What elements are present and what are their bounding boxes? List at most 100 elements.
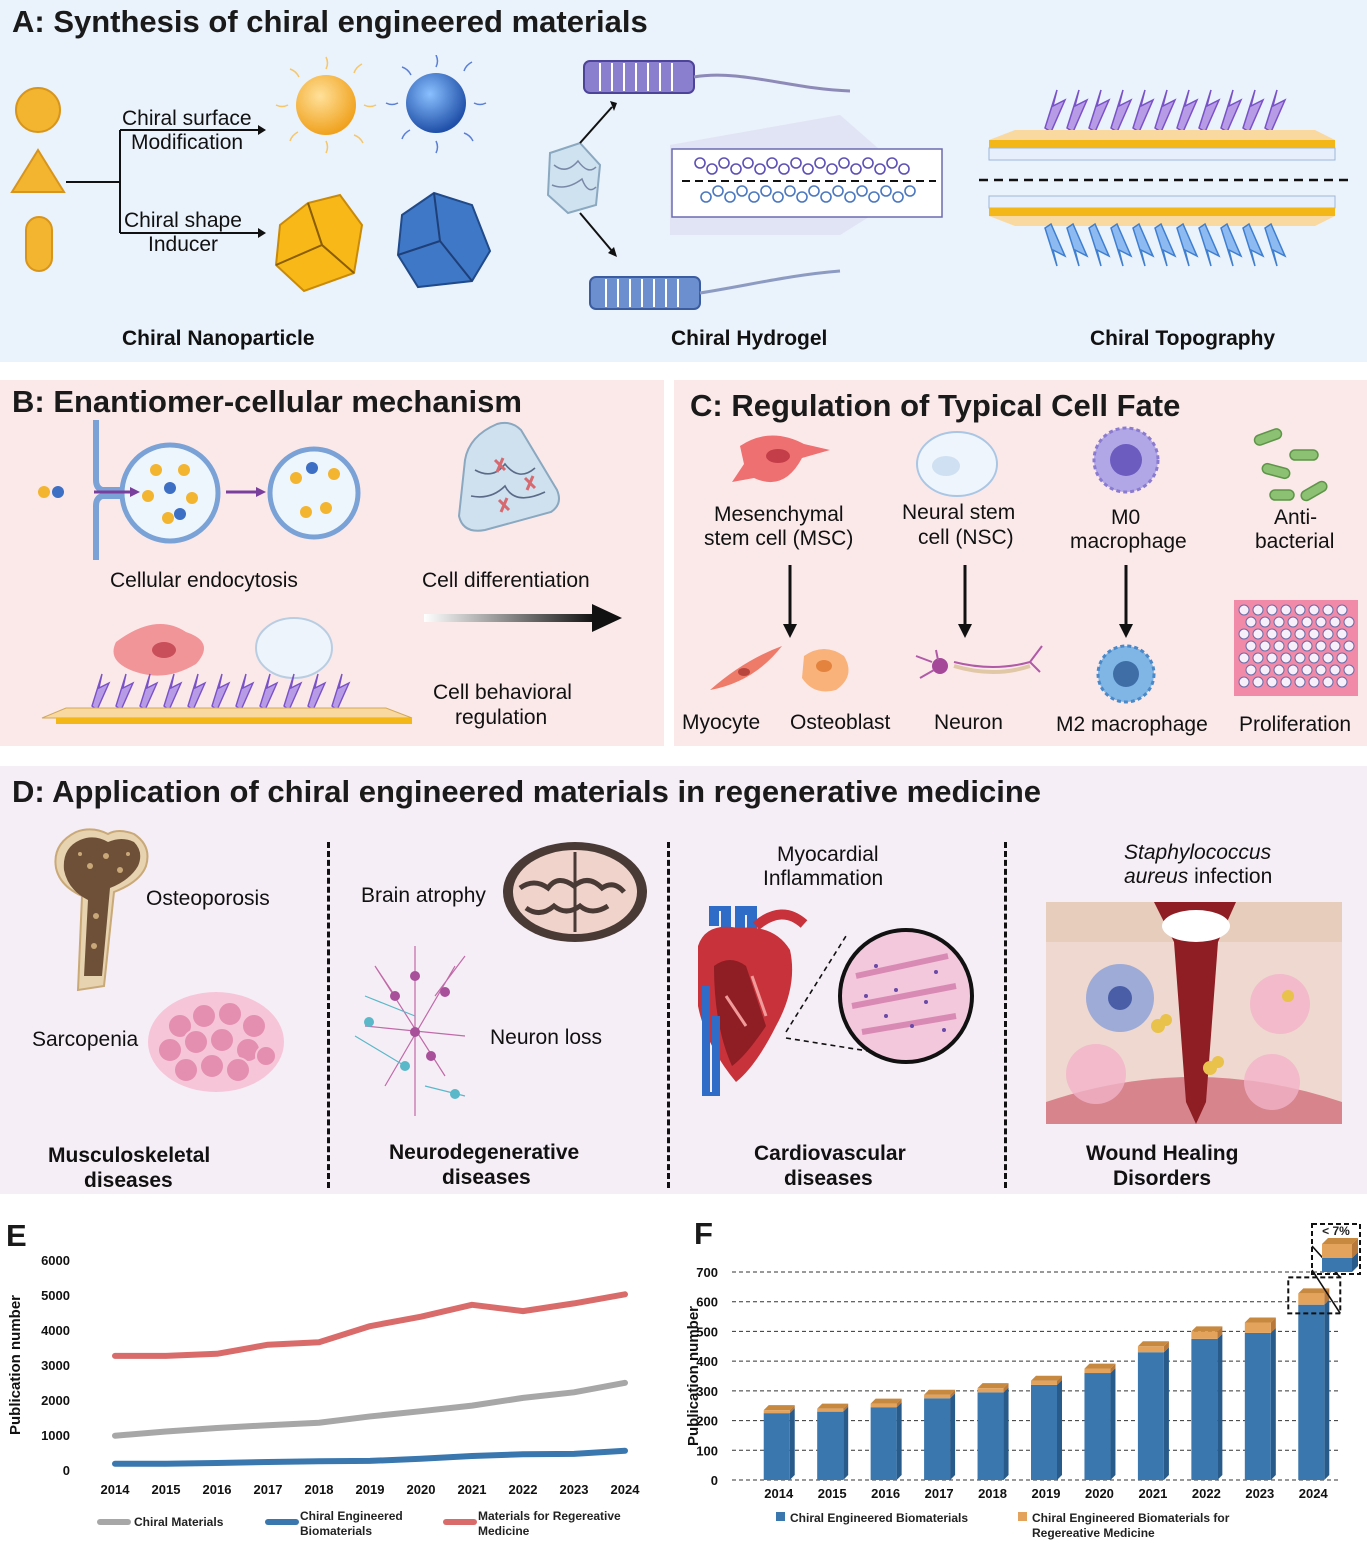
x-tick-label: 2017 xyxy=(254,1482,283,1497)
y-tick-label: 3000 xyxy=(41,1358,70,1373)
bar-segment xyxy=(1084,1368,1111,1374)
bar-side xyxy=(1324,1288,1330,1305)
bar-top xyxy=(1137,1341,1169,1347)
inset-bar-cap xyxy=(1322,1238,1358,1244)
cell-differentiation-label: Cell differentiation xyxy=(422,569,590,592)
bar-side xyxy=(1110,1363,1116,1374)
x-tick-label: 2019 xyxy=(1032,1486,1061,1501)
bar-top xyxy=(870,1398,902,1404)
bar-segment xyxy=(1298,1293,1325,1305)
panel-d-title: D: Application of chiral engineered mate… xyxy=(12,774,1042,809)
bar-segment xyxy=(924,1394,951,1399)
bar-side xyxy=(1217,1326,1223,1339)
inset-bar-base xyxy=(1322,1258,1352,1272)
y-tick-label: 6000 xyxy=(41,1253,70,1268)
osteoporosis-label: Osteoporosis xyxy=(146,887,270,910)
zoom-box xyxy=(1287,1276,1342,1315)
bar-segment xyxy=(1244,1332,1271,1480)
divider-2 xyxy=(667,842,670,1188)
x-tick-label: 2015 xyxy=(152,1482,181,1497)
bar-top xyxy=(763,1405,795,1411)
y-tick-label: 1000 xyxy=(41,1428,70,1443)
staph-aureus-text: aureus xyxy=(1124,865,1189,888)
inset-bar-top xyxy=(1322,1244,1352,1258)
y-tick-label: 0 xyxy=(63,1463,70,1478)
msc-label-2: stem cell (MSC) xyxy=(704,527,854,550)
bar-top xyxy=(817,1403,849,1409)
chart-e-letter: E xyxy=(6,1218,27,1253)
neurodegenerative-label-1: Neurodegenerative xyxy=(389,1141,580,1164)
bar-segment xyxy=(817,1411,844,1480)
x-tick-label: 2015 xyxy=(818,1486,847,1501)
legend-label-cont: Regereative Medicine xyxy=(1032,1526,1155,1540)
y-tick-label: 300 xyxy=(696,1384,718,1399)
panel-c-title: C: Regulation of Typical Cell Fate xyxy=(690,388,1181,423)
cardiovascular-label-1: Cardiovascular xyxy=(754,1142,906,1165)
bar-segment xyxy=(977,1388,1004,1393)
muscle-tissue-icon xyxy=(148,992,284,1092)
y-tick-label: 400 xyxy=(696,1354,718,1369)
inset-bar-side xyxy=(1352,1252,1358,1272)
bar-side xyxy=(1003,1383,1009,1393)
chart-f-letter: F xyxy=(694,1216,713,1251)
bar-segment xyxy=(1298,1304,1325,1480)
x-tick-label: 2022 xyxy=(509,1482,538,1497)
percent-annotation: < 7% xyxy=(1322,1224,1350,1238)
panel-b-title: B: Enantiomer-cellular mechanism xyxy=(12,384,522,419)
bar-side xyxy=(789,1405,795,1414)
bar-segment xyxy=(1191,1338,1218,1480)
antibacterial-label-2: bacterial xyxy=(1255,530,1335,553)
myocardial-label-2: Inflammation xyxy=(763,867,884,890)
bar-side xyxy=(1057,1375,1062,1385)
neuron-label: Neuron xyxy=(934,711,1003,734)
x-tick-label: 2024 xyxy=(611,1482,641,1497)
legend-label: Chiral Engineered xyxy=(300,1509,403,1523)
bar-side xyxy=(950,1389,956,1399)
bone-icon xyxy=(54,828,149,992)
x-tick-label: 2016 xyxy=(203,1482,232,1497)
x-tick-label: 2021 xyxy=(1138,1486,1167,1501)
panel-a: A: Synthesis of chiral engineered materi… xyxy=(0,0,1367,362)
osteoblast-label: Osteoblast xyxy=(790,711,891,734)
chiral-nanoparticle-icon xyxy=(274,55,492,293)
heart-icon xyxy=(698,906,974,1096)
chiral-hydrogel-label: Chiral Hydrogel xyxy=(671,327,828,350)
musculoskeletal-label-2: diseases xyxy=(84,1169,173,1192)
divider-1 xyxy=(327,842,330,1188)
wound-tissue-icon xyxy=(1046,902,1342,1124)
cellular-endocytosis-label: Cellular endocytosis xyxy=(110,569,298,592)
y-tick-label: 500 xyxy=(696,1324,718,1339)
shape-inducer-label-2: Inducer xyxy=(148,233,219,256)
base-shapes-icon xyxy=(10,87,266,272)
legend-label-cont: Biomaterials xyxy=(300,1524,372,1538)
y-tick-label: 700 xyxy=(696,1265,718,1280)
y-axis-label: Publication number xyxy=(7,1295,24,1435)
zoom-inset-box xyxy=(1311,1223,1361,1275)
bar-segment xyxy=(817,1408,844,1412)
cardiovascular-label-2: diseases xyxy=(784,1167,873,1190)
cell-behavior-substrate-icon xyxy=(41,617,413,724)
chiral-topography-icon xyxy=(979,89,1351,267)
panel-d: D: Application of chiral engineered mate… xyxy=(0,766,1367,1194)
bar-side xyxy=(1110,1368,1116,1480)
bar-side xyxy=(1324,1299,1330,1480)
x-tick-label: 2023 xyxy=(1245,1486,1274,1501)
legend-label: Chiral Engineered Biomaterials for xyxy=(1032,1511,1230,1525)
neuron-loss-label: Neuron loss xyxy=(490,1026,603,1049)
x-tick-label: 2020 xyxy=(1085,1486,1114,1501)
brain-atrophy-label: Brain atrophy xyxy=(361,884,486,907)
x-tick-label: 2021 xyxy=(458,1482,487,1497)
bar-side xyxy=(1270,1327,1276,1480)
bar-segment xyxy=(1137,1346,1164,1353)
bar-segment xyxy=(1084,1373,1111,1480)
cell-fate-icons xyxy=(710,426,1358,704)
bar-segment xyxy=(1137,1352,1164,1480)
neurodegenerative-label-2: diseases xyxy=(442,1166,531,1189)
musculoskeletal-label-1: Musculoskeletal xyxy=(48,1144,211,1167)
nsc-label-1: Neural stem xyxy=(902,501,1016,524)
cell-differentiation-icon xyxy=(457,421,560,532)
y-tick-label: 0 xyxy=(711,1473,718,1488)
inset-bar-side xyxy=(1352,1238,1358,1258)
legend-label-cont: Medicine xyxy=(478,1524,530,1538)
